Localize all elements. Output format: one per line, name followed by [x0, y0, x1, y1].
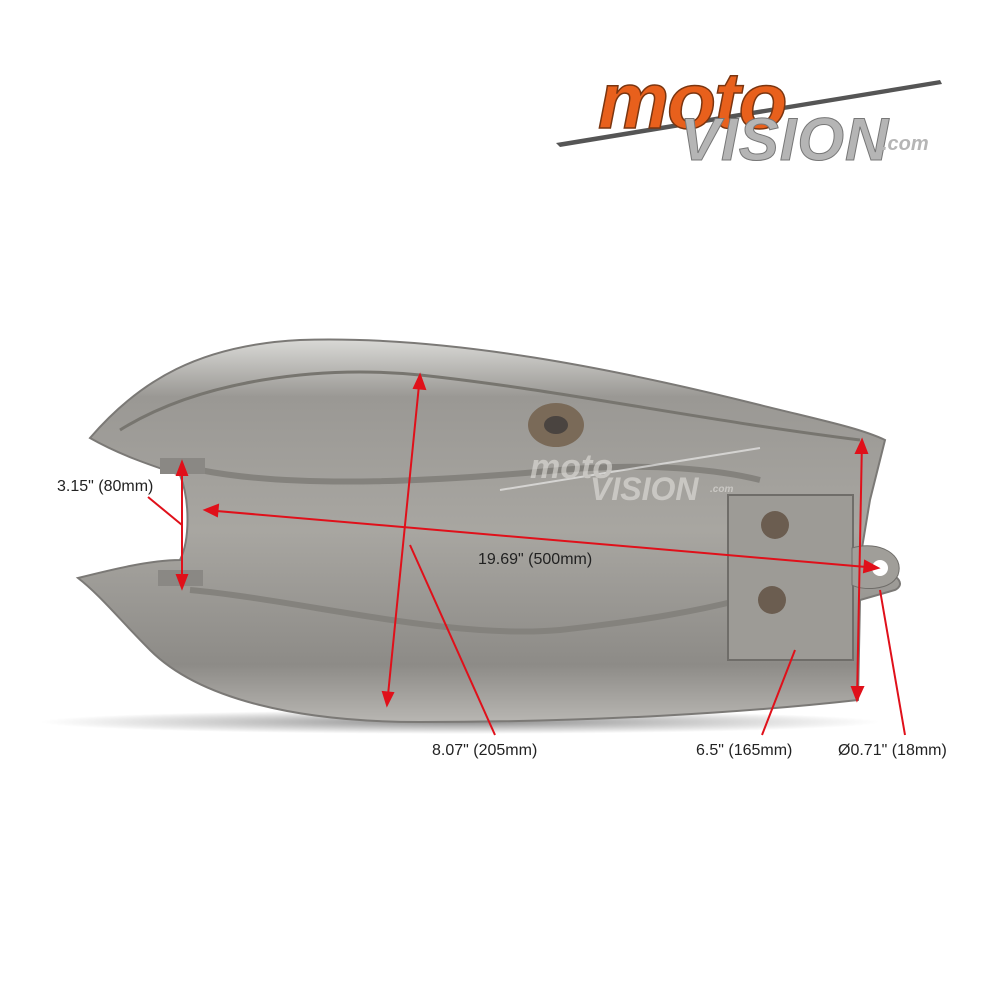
tunnel-ridge	[189, 587, 741, 635]
tank-edge	[119, 370, 861, 442]
arrowhead	[202, 503, 220, 518]
svg-text:.com: .com	[882, 133, 929, 155]
svg-text:VISION: VISION	[590, 471, 699, 507]
leader-line	[147, 496, 183, 526]
svg-text:moto: moto	[598, 56, 786, 145]
length-arrow	[204, 509, 879, 569]
tank-body	[75, 338, 901, 724]
leader-line	[761, 649, 796, 736]
leader-line	[879, 589, 906, 736]
length-label: 19.69" (500mm)	[478, 551, 593, 568]
mouth-width-label: 3.15" (80mm)	[57, 478, 154, 495]
width-label: 8.07" (205mm)	[432, 742, 538, 759]
mount-hole-label: Ø0.71" (18mm)	[838, 742, 947, 759]
tunnel-ridge	[199, 463, 761, 485]
brand-logo: moto VISION .com	[556, 55, 942, 174]
watermark-logo: moto VISION .com	[499, 447, 761, 507]
svg-text:.com: .com	[710, 484, 733, 495]
rear-width-arrow	[856, 439, 863, 701]
leader-line	[409, 544, 496, 736]
dimension-lines	[147, 372, 906, 736]
svg-text:moto: moto	[530, 448, 613, 486]
svg-text:VISION: VISION	[680, 106, 890, 173]
width-arrow	[386, 374, 421, 706]
rear-width-label: 6.5" (165mm)	[696, 742, 793, 759]
rear-bracket	[727, 494, 854, 661]
arrowhead	[862, 559, 881, 574]
